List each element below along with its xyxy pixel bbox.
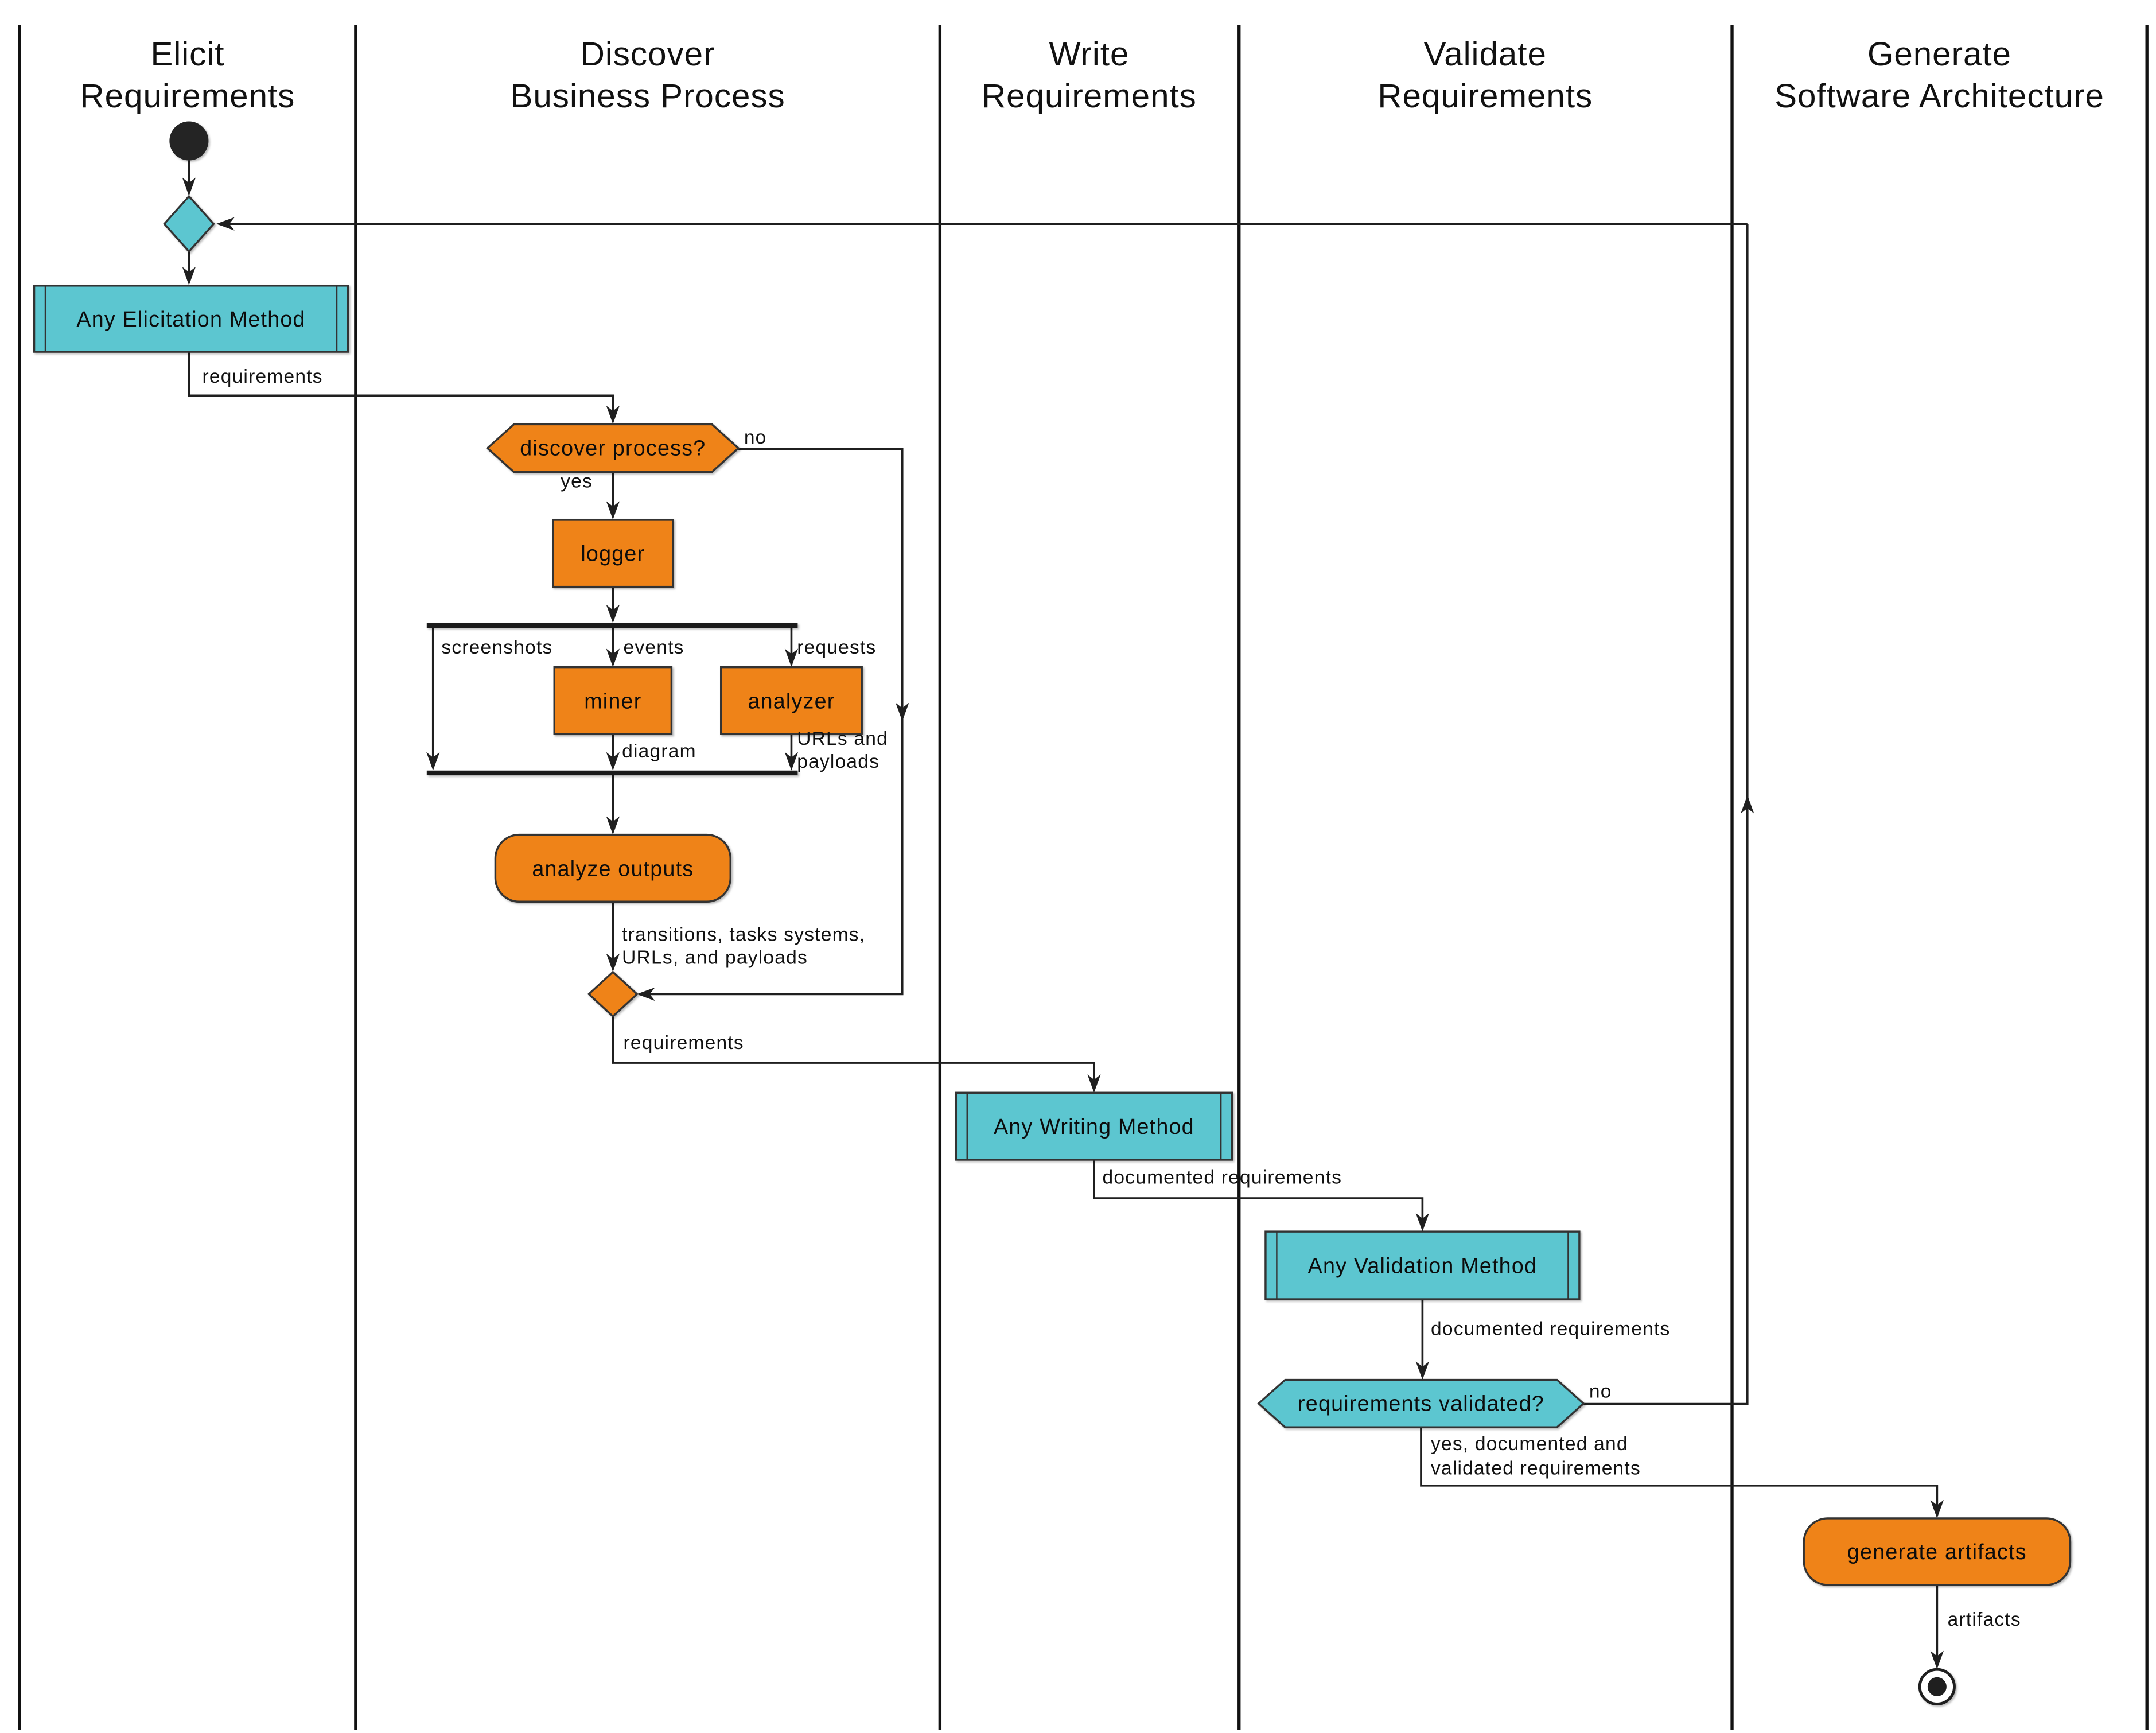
generate-artifacts-label: generate artifacts (1847, 1540, 2027, 1564)
join-bar (426, 770, 798, 776)
edge-discover-no-loop (639, 448, 904, 996)
edge-label-documented-requirements-2: documented requirements (1431, 1318, 1671, 1339)
fork-bar (426, 623, 798, 628)
analyze-outputs-label: analyze outputs (532, 856, 694, 880)
edge-merge2-to-writing (612, 1016, 1095, 1089)
edge-label-documented-requirements-1: documented requirements (1103, 1167, 1342, 1188)
swimlane-dividers (18, 25, 2149, 1730)
lane-title-elicit-line1: Elicit (150, 36, 224, 73)
edge-label-yes-2-line1: yes, documented and (1431, 1433, 1628, 1455)
lane-title-validate-line1: Validate (1424, 36, 1547, 73)
analyzer-label: analyzer (748, 689, 835, 713)
start-node (169, 121, 209, 161)
end-node-dot (1927, 1677, 1947, 1696)
edge-label-screenshots: screenshots (441, 637, 552, 658)
edge-label-no-1: no (744, 427, 767, 448)
end-node (1918, 1668, 1956, 1705)
decision-discover-process: discover process? (486, 423, 740, 473)
edge-label-urls-payloads-line1: URLs and (797, 728, 888, 749)
edge-label-transitions-line2: URLs, and payloads (622, 947, 808, 969)
activity-logger: logger (552, 519, 674, 588)
activity-analyze-outputs: analyze outputs (494, 833, 731, 903)
edge-label-yes-2-line2: validated requirements (1431, 1458, 1641, 1479)
merge-diamond-2 (587, 970, 639, 1018)
lane-title-validate-line2: Requirements (1377, 77, 1593, 115)
any-elicitation-method-shape (33, 285, 349, 353)
activity-generate-artifacts: generate artifacts (1803, 1517, 2072, 1586)
discover-process-label: discover process? (520, 436, 706, 460)
any-elicitation-method-label: Any Elicitation Method (76, 307, 305, 331)
swimlane-titles: Elicit Requirements Discover Business Pr… (80, 36, 2104, 115)
discover-process-shape (486, 423, 740, 473)
activity-any-elicitation-method: Any Elicitation Method (33, 285, 349, 353)
edge-elicitation-to-discover (188, 352, 614, 420)
analyzer-shape (720, 666, 863, 736)
activity-analyzer: analyzer (720, 666, 863, 736)
edge-labels: requirements no yes screenshots events r… (202, 366, 2021, 1630)
generate-artifacts-shape (1803, 1517, 2072, 1586)
edge-label-events: events (624, 637, 684, 658)
miner-label: miner (584, 689, 641, 713)
lane-title-write-line1: Write (1049, 36, 1130, 73)
flow-edges (188, 160, 1939, 1665)
nodes: Any Elicitation Method discover process?… (33, 121, 2072, 1705)
edge-label-requirements-1: requirements (202, 366, 322, 387)
edge-label-no-2: no (1589, 1381, 1612, 1402)
arrowheads (182, 177, 1944, 1669)
lane-title-elicit-line2: Requirements (80, 77, 295, 115)
analyze-outputs-shape (494, 833, 731, 903)
requirements-validated-label: requirements validated? (1298, 1391, 1544, 1415)
edge-label-transitions-line1: transitions, tasks systems, (622, 924, 865, 946)
edge-label-artifacts: artifacts (1948, 1609, 2021, 1630)
edge-label-requests: requests (797, 637, 876, 658)
requirements-validated-shape (1257, 1378, 1585, 1428)
activity-any-validation-method: Any Validation Method (1264, 1230, 1581, 1300)
any-validation-method-shape (1264, 1230, 1581, 1300)
edge-label-yes-1: yes (561, 471, 593, 492)
decision-requirements-validated: requirements validated? (1257, 1378, 1585, 1428)
lane-title-write-line2: Requirements (982, 77, 1197, 115)
lane-title-generate-line2: Software Architecture (1774, 77, 2104, 115)
lane-title-discover-line2: Business Process (511, 77, 785, 115)
logger-label: logger (581, 542, 645, 566)
any-validation-method-label: Any Validation Method (1308, 1253, 1538, 1277)
edge-writing-to-validation (1093, 1159, 1424, 1227)
edge-label-urls-payloads-line2: payloads (797, 751, 879, 772)
lane-title-discover-line1: Discover (581, 36, 715, 73)
merge-diamond (163, 195, 215, 253)
any-writing-method-label: Any Writing Method (994, 1114, 1194, 1139)
edge-label-diagram: diagram (622, 741, 696, 762)
edge-validated-no-loop (1583, 224, 1749, 1405)
edge-label-requirements-2: requirements (624, 1032, 744, 1054)
lane-title-generate-line1: Generate (1867, 36, 2011, 73)
edge-validated-yes-to-generate (1420, 1427, 1939, 1514)
miner-shape (553, 666, 673, 736)
activity-any-writing-method: Any Writing Method (955, 1091, 1233, 1161)
activity-miner: miner (553, 666, 673, 736)
logger-shape (552, 519, 674, 588)
any-writing-method-shape (955, 1091, 1233, 1161)
